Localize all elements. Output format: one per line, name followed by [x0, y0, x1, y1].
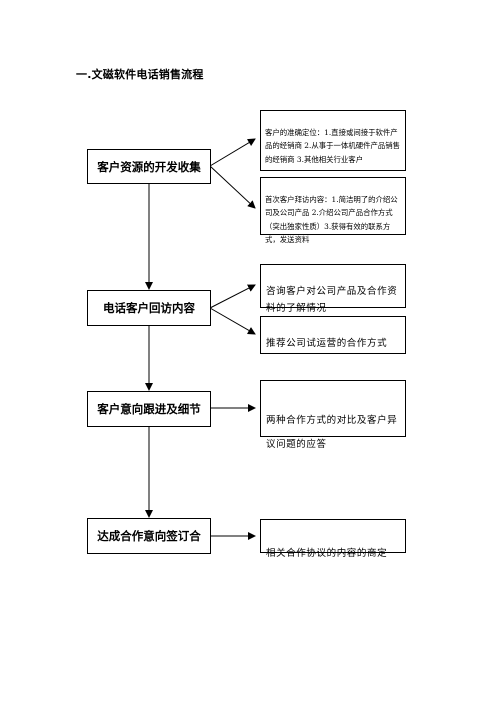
step-intent-followup: 客户意向跟进及细节	[87, 391, 211, 427]
step-customer-resource: 客户资源的开发收集	[87, 149, 211, 184]
step-label: 电话客户回访内容	[103, 301, 195, 315]
step-phone-visit: 电话客户回访内容	[87, 290, 211, 326]
note-first-visit: 首次客户拜访内容：1.简洁明了的介绍公司及公司产品 2.介绍公司产品合作方式（突…	[260, 177, 406, 244]
step-label: 达成合作意向签订合	[97, 529, 201, 543]
step-sign-contract: 达成合作意向签订合	[87, 518, 211, 554]
note-inquiry: 咨询客户对公司产品及合作资料的了解情况	[260, 264, 406, 314]
note-customer-targeting: 客户的准确定位：1.直接或间接于软件产品的经销商 2.从事于一体机硬件产品销售的…	[260, 110, 406, 171]
arrow-step1-note1	[209, 138, 256, 167]
step-label: 客户资源的开发收集	[97, 159, 201, 174]
arrow-step1-note2	[209, 165, 256, 209]
arrow-step2-note3	[209, 284, 256, 309]
note-agreement: 相关合作协议的内容的商定	[260, 519, 406, 559]
note-trial-recommend: 推荐公司试运营的合作方式	[260, 316, 406, 354]
page-title: 一.文磁软件电话销售流程	[76, 68, 204, 81]
note-cooperation-compare: 两种合作方式的对比及客户异议问题的应答	[260, 380, 406, 450]
arrow-step2-note4	[209, 307, 256, 335]
step-label: 客户意向跟进及细节	[97, 402, 201, 416]
